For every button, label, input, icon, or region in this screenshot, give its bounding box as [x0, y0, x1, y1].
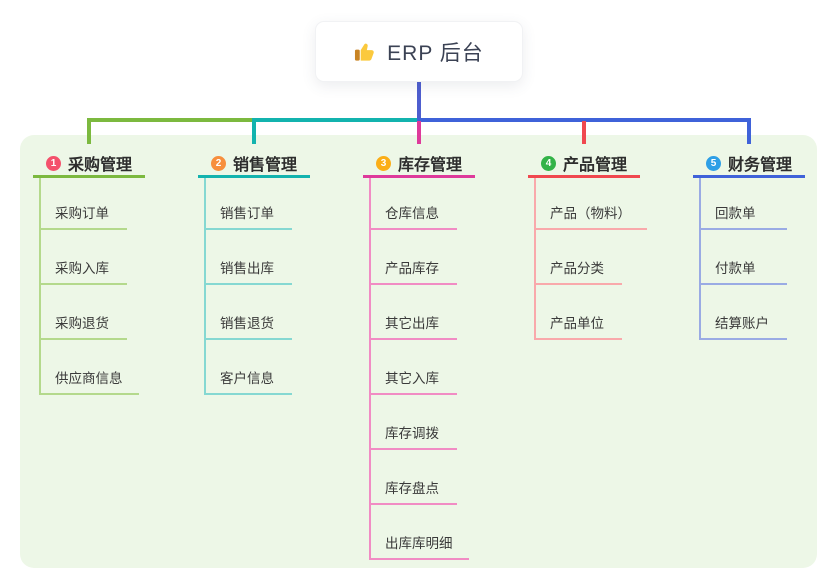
child-label: 供应商信息 — [55, 371, 123, 386]
branch-index-badge: 2 — [210, 155, 226, 171]
branch-1: 1 采购管理 采购订单采购入库采购退货供应商信息 — [33, 151, 145, 395]
child-label: 产品库存 — [385, 261, 439, 276]
child-node[interactable]: 产品（物料） — [534, 178, 647, 230]
child-label: 采购退货 — [55, 316, 109, 331]
child-label: 其它入库 — [385, 371, 439, 386]
child-node[interactable]: 采购入库 — [39, 230, 127, 285]
branch-child-connector — [39, 178, 41, 395]
branch-underline — [528, 175, 640, 178]
branch-index-badge: 1 — [45, 155, 61, 171]
child-node[interactable]: 采购退货 — [39, 285, 127, 340]
branch-children: 回款单付款单结算账户 — [699, 178, 787, 340]
child-label: 仓库信息 — [385, 206, 439, 221]
child-label: 产品分类 — [550, 261, 604, 276]
connector-branch-drop — [747, 121, 751, 144]
branch-child-connector — [204, 178, 206, 395]
child-node[interactable]: 销售退货 — [204, 285, 292, 340]
branch-header[interactable]: 5 财务管理 — [693, 151, 805, 175]
branch-label: 财务管理 — [727, 157, 792, 174]
root-label: ERP 后台 — [387, 41, 484, 65]
branch-child-connector — [534, 178, 536, 340]
child-label: 产品（物料） — [550, 206, 631, 221]
child-label: 销售出库 — [220, 261, 274, 276]
child-label: 客户信息 — [220, 371, 274, 386]
branch-5: 5 财务管理 回款单付款单结算账户 — [693, 151, 805, 340]
child-node[interactable]: 产品库存 — [369, 230, 457, 285]
branch-underline — [363, 175, 475, 178]
connector-branch-drop — [252, 121, 256, 144]
branch-label: 采购管理 — [67, 157, 132, 174]
branch-header[interactable]: 3 库存管理 — [363, 151, 475, 175]
child-node[interactable]: 销售订单 — [204, 178, 292, 230]
child-node[interactable]: 仓库信息 — [369, 178, 457, 230]
child-label: 库存调拨 — [385, 426, 439, 441]
child-node[interactable]: 库存盘点 — [369, 450, 457, 505]
connector-bus-segment — [417, 118, 751, 122]
connector-branch-drop — [417, 121, 421, 144]
child-label: 销售订单 — [220, 206, 274, 221]
child-label: 销售退货 — [220, 316, 274, 331]
branch-header[interactable]: 4 产品管理 — [528, 151, 640, 175]
branch-index-badge: 4 — [540, 155, 556, 171]
branch-3: 3 库存管理 仓库信息产品库存其它出库其它入库库存调拨库存盘点出库库明细 — [363, 151, 475, 560]
connector-branch-drop — [582, 121, 586, 144]
child-node[interactable]: 出库库明细 — [369, 505, 469, 560]
branch-header[interactable]: 2 销售管理 — [198, 151, 310, 175]
child-node[interactable]: 库存调拨 — [369, 395, 457, 450]
branch-children: 采购订单采购入库采购退货供应商信息 — [39, 178, 139, 395]
branch-index-badge: 5 — [705, 155, 721, 171]
child-node[interactable]: 其它出库 — [369, 285, 457, 340]
branch-header[interactable]: 1 采购管理 — [33, 151, 145, 175]
child-label: 结算账户 — [715, 316, 769, 331]
connector-root-stem — [417, 82, 421, 122]
child-node[interactable]: 其它入库 — [369, 340, 457, 395]
branch-label: 库存管理 — [397, 157, 462, 174]
branch-underline — [198, 175, 310, 178]
child-label: 回款单 — [715, 206, 756, 221]
branch-child-connector — [699, 178, 701, 340]
branch-child-connector — [369, 178, 371, 560]
child-node[interactable]: 客户信息 — [204, 340, 292, 395]
child-node[interactable]: 产品单位 — [534, 285, 622, 340]
child-node[interactable]: 采购订单 — [39, 178, 127, 230]
branch-label: 销售管理 — [232, 157, 297, 174]
thumbs-up-icon — [354, 40, 377, 63]
child-label: 产品单位 — [550, 316, 604, 331]
branch-children: 仓库信息产品库存其它出库其它入库库存调拨库存盘点出库库明细 — [369, 178, 469, 560]
mindmap-background-panel — [20, 135, 817, 568]
child-node[interactable]: 供应商信息 — [39, 340, 139, 395]
child-label: 付款单 — [715, 261, 756, 276]
child-node[interactable]: 产品分类 — [534, 230, 622, 285]
branch-underline — [693, 175, 805, 178]
connector-bus-segment — [252, 118, 419, 122]
child-node[interactable]: 付款单 — [699, 230, 787, 285]
child-node[interactable]: 结算账户 — [699, 285, 787, 340]
branch-label: 产品管理 — [562, 157, 627, 174]
child-node[interactable]: 回款单 — [699, 178, 787, 230]
child-node[interactable]: 销售出库 — [204, 230, 292, 285]
root-node[interactable]: ERP 后台 — [315, 21, 523, 82]
branch-children: 销售订单销售出库销售退货客户信息 — [204, 178, 292, 395]
child-label: 出库库明细 — [385, 536, 453, 551]
child-label: 库存盘点 — [385, 481, 439, 496]
child-label: 其它出库 — [385, 316, 439, 331]
branch-4: 4 产品管理 产品（物料） 产品分类产品单位 — [528, 151, 647, 340]
child-label: 采购订单 — [55, 206, 109, 221]
branch-underline — [33, 175, 145, 178]
branch-children: 产品（物料） 产品分类产品单位 — [534, 178, 647, 340]
branch-2: 2 销售管理 销售订单销售出库销售退货客户信息 — [198, 151, 310, 395]
branch-index-badge: 3 — [375, 155, 391, 171]
connector-bus-segment — [87, 118, 254, 122]
child-label: 采购入库 — [55, 261, 109, 276]
connector-branch-drop — [87, 121, 91, 144]
